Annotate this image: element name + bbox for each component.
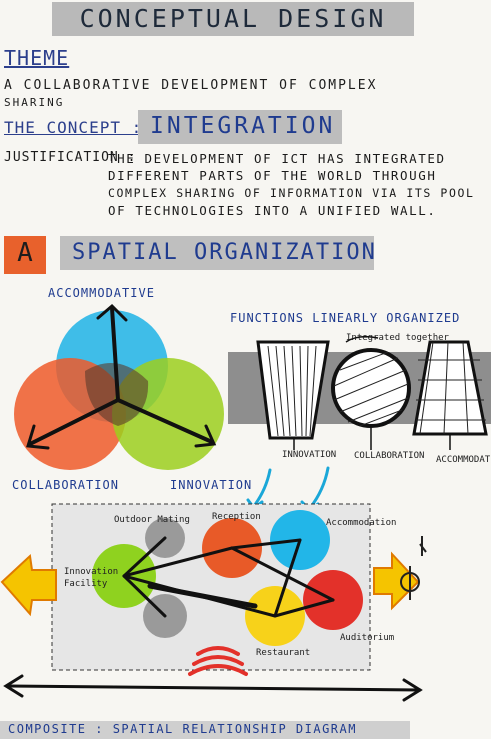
section-badge <box>4 236 46 274</box>
bubble-label-reception: Reception <box>212 512 261 522</box>
bubble-diagram <box>0 503 427 702</box>
linear-label-collaboration: COLLABORATION <box>354 451 425 461</box>
venn-label-collaboration: COLLABORATION <box>12 478 119 492</box>
venn-label-innovation: INNOVATION <box>170 478 253 492</box>
concept-band <box>138 110 342 144</box>
section-letter: A <box>17 238 33 268</box>
left-yellow-arrow <box>0 553 57 617</box>
linear-trapezoid-crosshatch <box>412 340 488 436</box>
bubble-label-outdoor: Outdoor Mating <box>114 515 190 525</box>
venn-diagram <box>14 303 224 470</box>
justification-line-2: DIFFERENT PARTS OF THE WORLD THROUGH <box>108 168 437 183</box>
footer-title: COMPOSITE : SPATIAL RELATIONSHIP DIAGRAM <box>8 722 357 736</box>
section-band <box>60 236 374 270</box>
theme-label: THEME <box>4 46 70 70</box>
linear-label-innovation: INNOVATION <box>282 450 337 460</box>
linear-note: Integrated together <box>346 333 449 343</box>
justification-label: JUSTIFICATION : <box>4 150 137 165</box>
bubble-label-accommodation: Accommodation <box>326 518 397 528</box>
bubble-label-auditorium: Auditorium <box>340 633 395 643</box>
justification-line-1: THE DEVELOPMENT OF ICT HAS INTEGRATED <box>108 151 446 166</box>
bubble-label-restaurant: Restaurant <box>256 648 311 658</box>
theme-text-line-1: A COLLABORATIVE DEVELOPMENT OF COMPLEX <box>4 78 378 93</box>
footer-band <box>0 721 410 739</box>
linear-title: FUNCTIONS LINEARLY ORGANIZED <box>230 311 461 325</box>
theme-text-line-2: SHARING <box>4 96 65 109</box>
venn-label-accommodative: ACCOMMODATIVE <box>48 286 155 300</box>
linear-label-accommodative: ACCOMMODATIVE <box>436 455 491 465</box>
section-title: SPATIAL ORGANIZATION <box>72 240 377 265</box>
bottom-long-arrow <box>6 684 422 692</box>
page-title: CONCEPTUAL DESIGN <box>79 4 387 33</box>
title-band <box>52 2 414 36</box>
justification-line-4: OF TECHNOLOGIES INTO A UNIFIED WALL. <box>108 203 437 218</box>
linear-diagram <box>228 335 491 450</box>
right-yellow-arrow <box>373 551 420 611</box>
concept-label: THE CONCEPT : <box>4 118 143 137</box>
justification-line-3: COMPLEX SHARING OF INFORMATION VIA ITS P… <box>108 186 475 200</box>
bubble-label-innovation: Innovation Facility <box>64 567 119 589</box>
concept-value: INTEGRATION <box>150 113 336 139</box>
